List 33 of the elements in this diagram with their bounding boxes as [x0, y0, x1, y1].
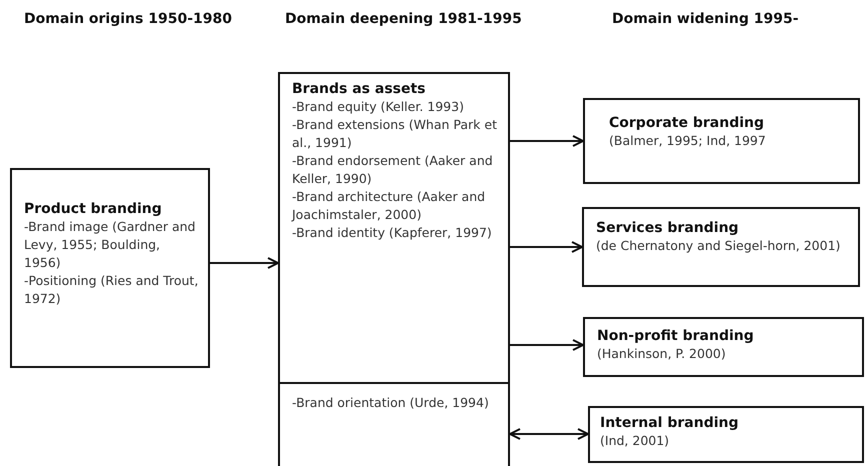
reference-text: -Brand architecture (Aaker and Joachimstaler, 2000): [292, 188, 486, 224]
reference-text: -Brand orientation (Urde, 1994): [292, 394, 490, 412]
reference-text: (Ind, 2001): [600, 432, 670, 450]
process-box: [278, 382, 510, 466]
process-box: [583, 317, 864, 377]
reference-text: (Hankinson, P. 2000): [597, 345, 727, 363]
reference-text: -Brand extensions (Whan Park et al., 1991): [292, 116, 498, 152]
process-box: [588, 406, 864, 463]
box-heading: Services branding: [596, 219, 740, 237]
reference-text: (Balmer, 1995; Ind, 1997: [609, 132, 767, 150]
arrow: [510, 241, 583, 253]
column-heading: Domain deepening 1981-1995: [285, 10, 523, 29]
box-heading: Product branding: [24, 200, 163, 218]
column-heading: Domain widening 1995-: [612, 10, 800, 29]
box-heading: Brands as assets: [292, 80, 427, 98]
box-heading: Corporate branding: [609, 114, 765, 132]
process-box: [10, 168, 210, 368]
reference-text: -Brand image (Gardner and Levy, 1955; Boulding, 1956): [24, 218, 196, 272]
process-box: [582, 207, 860, 287]
column-heading: Domain origins 1950-1980: [24, 10, 233, 29]
process-box: [278, 72, 510, 384]
reference-text: -Brand endorsement (Aaker and Keller, 1990): [292, 152, 494, 188]
arrow: [510, 339, 584, 351]
arrow: [510, 135, 584, 147]
arrow: [210, 257, 279, 269]
process-box: [583, 98, 860, 184]
reference-text: (de Chernatony and Siegel-horn, 2001): [596, 237, 842, 255]
arrow: [509, 428, 589, 440]
reference-text: -Positioning (Ries and Trout, 1972): [24, 272, 200, 308]
box-heading: Internal branding: [600, 414, 740, 432]
reference-text: -Brand equity (Keller. 1993): [292, 98, 465, 116]
box-heading: Non-profit branding: [597, 327, 755, 345]
reference-text: -Brand identity (Kapferer, 1997): [292, 224, 493, 242]
